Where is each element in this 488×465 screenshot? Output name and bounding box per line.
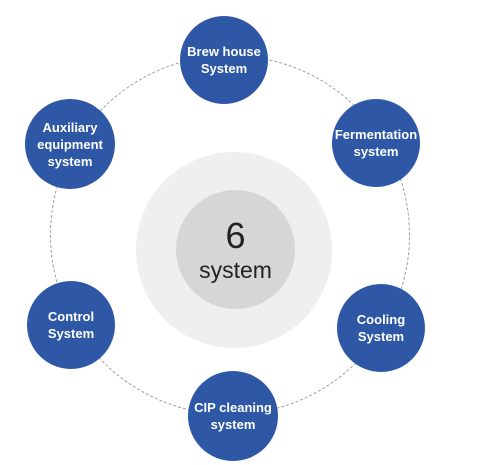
node-label: CIP cleaning system bbox=[194, 400, 272, 432]
node-label: Cooling System bbox=[356, 312, 406, 344]
center-circle: 6 system bbox=[176, 190, 295, 309]
node-label: Fermentation system bbox=[334, 127, 418, 159]
node-label: Auxiliary equipment system bbox=[37, 119, 103, 169]
node-control: Control System bbox=[27, 281, 115, 369]
node-fermentation: Fermentation system bbox=[332, 99, 420, 187]
center-number: 6 bbox=[225, 214, 246, 256]
node-cooling: Cooling System bbox=[337, 284, 425, 372]
center-label: system bbox=[199, 256, 272, 283]
node-label: Brew house System bbox=[187, 44, 261, 76]
node-cip-cleaning: CIP cleaning system bbox=[188, 371, 278, 461]
node-brew-house: Brew house System bbox=[180, 16, 268, 104]
node-label: Control System bbox=[47, 309, 95, 341]
node-auxiliary: Auxiliary equipment system bbox=[25, 99, 115, 189]
